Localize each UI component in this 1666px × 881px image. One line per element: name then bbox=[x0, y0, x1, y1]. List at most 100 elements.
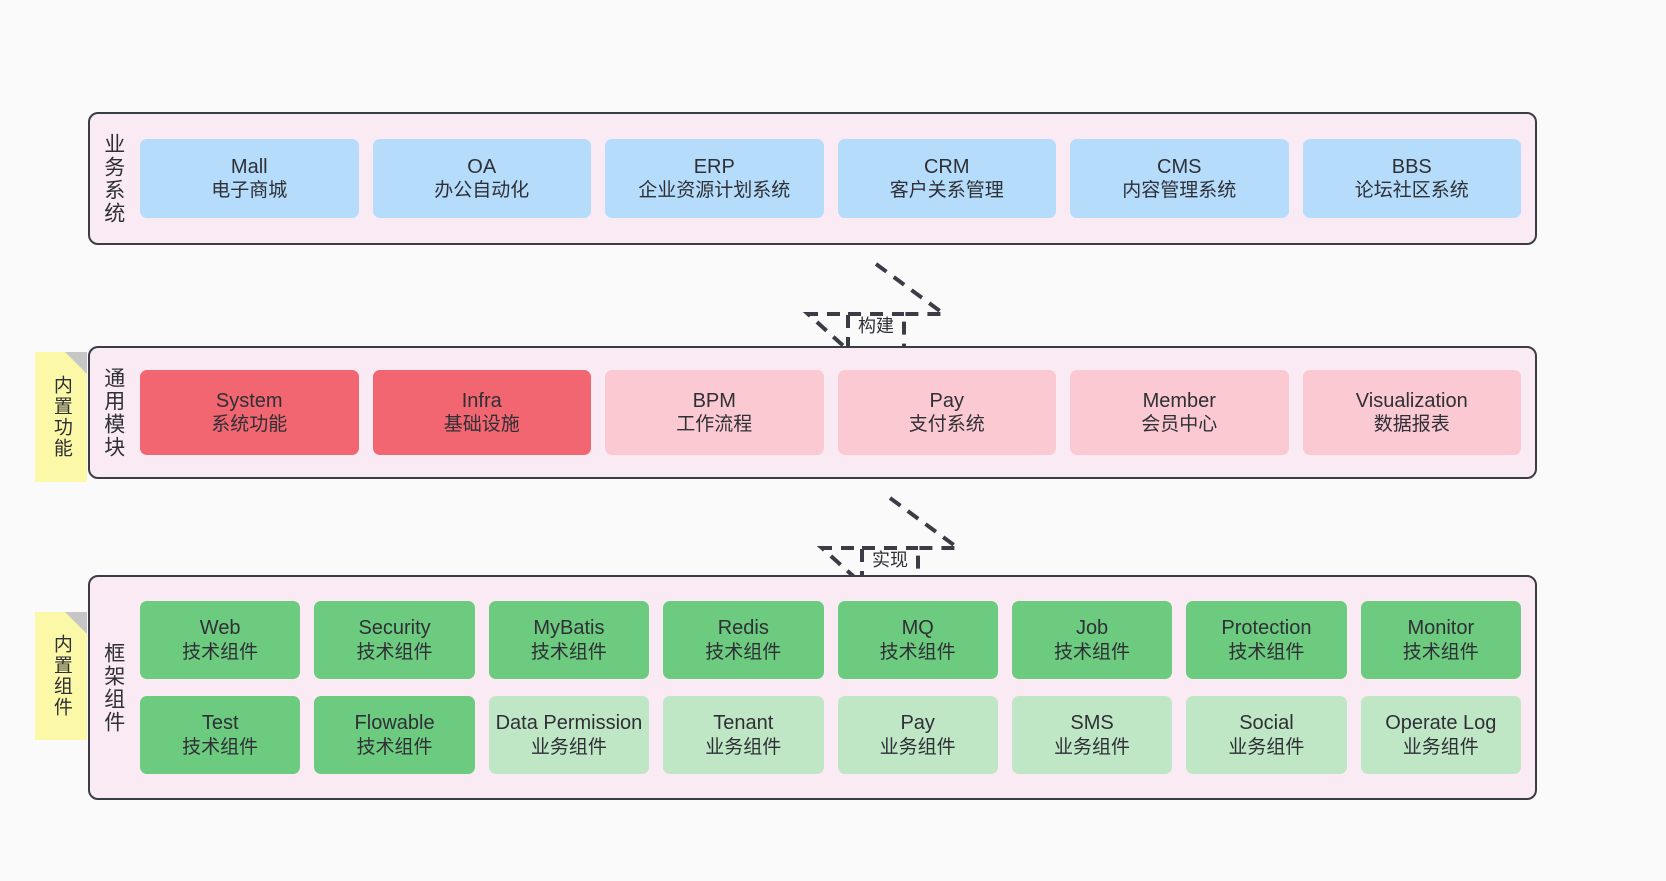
framework-row-technical: Web 技术组件 Security 技术组件 MyBatis 技术组件 Redi… bbox=[140, 601, 1521, 679]
card-title: OA bbox=[467, 155, 497, 178]
card-pay-component[interactable]: Pay 业务组件 bbox=[837, 696, 998, 774]
connector-label-build: 构建 bbox=[858, 316, 894, 336]
layer-label-common-modules: 通用模块 bbox=[101, 366, 125, 459]
card-subtitle: 工作流程 bbox=[676, 414, 753, 436]
card-subtitle: 技术组件 bbox=[705, 641, 782, 663]
card-job[interactable]: Job 技术组件 bbox=[1011, 601, 1173, 679]
layer-label-business-systems: 业务系统 bbox=[101, 132, 125, 225]
connector-build: 构建 bbox=[796, 258, 956, 350]
card-operate-log[interactable]: Operate Log 业务组件 bbox=[1360, 696, 1521, 774]
note-builtin-features: 内置功能 bbox=[35, 352, 87, 482]
connector-implement: 实现 bbox=[810, 492, 970, 584]
card-title: Test bbox=[201, 712, 239, 735]
card-mq[interactable]: MQ 技术组件 bbox=[837, 601, 998, 679]
card-tenant[interactable]: Tenant 业务组件 bbox=[663, 696, 824, 774]
card-subtitle: 技术组件 bbox=[182, 736, 259, 758]
layer-business-items: Mall 电子商城 OA 办公自动化 ERP 企业资源计划系统 CRM 客户关系… bbox=[136, 114, 1535, 243]
layer-framework-items: Web 技术组件 Security 技术组件 MyBatis 技术组件 Redi… bbox=[136, 577, 1535, 798]
card-bbs[interactable]: BBS 论坛社区系统 bbox=[1302, 139, 1521, 218]
card-social[interactable]: Social 业务组件 bbox=[1186, 696, 1347, 774]
card-subtitle: 业务组件 bbox=[1054, 736, 1131, 758]
layer-framework-components: 框架组件 Web 技术组件 Security 技术组件 MyBatis 技术组件… bbox=[88, 575, 1537, 800]
card-subtitle: 内容管理系统 bbox=[1122, 180, 1237, 202]
card-erp[interactable]: ERP 企业资源计划系统 bbox=[605, 139, 824, 218]
layer-common-modules: 通用模块 System 系统功能 Infra 基础设施 BPM 工作流程 Pay… bbox=[88, 346, 1537, 479]
card-subtitle: 技术组件 bbox=[1054, 641, 1131, 663]
card-infra[interactable]: Infra 基础设施 bbox=[372, 370, 591, 455]
card-subtitle: 基础设施 bbox=[443, 414, 520, 436]
card-subtitle: 电子商城 bbox=[211, 180, 288, 202]
card-mall[interactable]: Mall 电子商城 bbox=[140, 139, 359, 218]
card-subtitle: 技术组件 bbox=[1228, 641, 1305, 663]
card-subtitle: 系统功能 bbox=[211, 414, 288, 436]
card-visualization[interactable]: Visualization 数据报表 bbox=[1302, 370, 1521, 455]
card-title: ERP bbox=[693, 155, 735, 178]
card-title: CMS bbox=[1157, 155, 1202, 178]
card-title: Redis bbox=[717, 617, 769, 640]
card-subtitle: 企业资源计划系统 bbox=[638, 180, 791, 202]
card-subtitle: 业务组件 bbox=[879, 736, 956, 758]
card-title: CRM bbox=[923, 155, 970, 178]
card-subtitle: 技术组件 bbox=[356, 736, 433, 758]
card-cms[interactable]: CMS 内容管理系统 bbox=[1070, 139, 1289, 218]
card-subtitle: 技术组件 bbox=[879, 641, 956, 663]
card-subtitle: 办公自动化 bbox=[434, 180, 530, 202]
card-monitor[interactable]: Monitor 技术组件 bbox=[1360, 601, 1521, 679]
layer-modules-items: System 系统功能 Infra 基础设施 BPM 工作流程 Pay 支付系统… bbox=[136, 348, 1535, 477]
card-title: Web bbox=[199, 617, 241, 640]
card-mybatis[interactable]: MyBatis 技术组件 bbox=[488, 601, 650, 679]
card-title: Visualization bbox=[1355, 389, 1468, 412]
card-title: SMS bbox=[1070, 712, 1114, 735]
connector-label-implement: 实现 bbox=[872, 550, 908, 570]
card-subtitle: 支付系统 bbox=[908, 414, 985, 436]
card-title: MQ bbox=[901, 617, 934, 640]
layer-business-systems: 业务系统 Mall 电子商城 OA 办公自动化 ERP 企业资源计划系统 CRM… bbox=[88, 112, 1537, 245]
card-title: Pay bbox=[929, 389, 964, 412]
card-oa[interactable]: OA 办公自动化 bbox=[372, 139, 591, 218]
card-security[interactable]: Security 技术组件 bbox=[314, 601, 475, 679]
card-title: Monitor bbox=[1407, 617, 1475, 640]
card-subtitle: 业务组件 bbox=[1402, 736, 1479, 758]
card-test[interactable]: Test 技术组件 bbox=[140, 696, 301, 774]
card-title: Data Permission bbox=[495, 712, 643, 735]
card-subtitle: 客户关系管理 bbox=[889, 180, 1004, 202]
card-web[interactable]: Web 技术组件 bbox=[140, 601, 301, 679]
card-title: Member bbox=[1142, 389, 1216, 412]
card-title: Security bbox=[358, 617, 431, 640]
card-title: Flowable bbox=[354, 712, 435, 735]
card-redis[interactable]: Redis 技术组件 bbox=[663, 601, 824, 679]
card-subtitle: 技术组件 bbox=[356, 641, 433, 663]
card-system[interactable]: System 系统功能 bbox=[140, 370, 359, 455]
card-pay-module[interactable]: Pay 支付系统 bbox=[837, 370, 1056, 455]
card-subtitle: 论坛社区系统 bbox=[1354, 180, 1469, 202]
dashed-hollow-arrow-icon bbox=[816, 496, 965, 584]
card-title: Social bbox=[1239, 712, 1294, 735]
card-data-permission[interactable]: Data Permission 业务组件 bbox=[488, 696, 650, 774]
card-title: Mall bbox=[230, 155, 268, 178]
note-text: 内置功能 bbox=[50, 375, 72, 459]
card-title: Infra bbox=[461, 389, 502, 412]
card-title: BPM bbox=[692, 389, 736, 412]
card-subtitle: 业务组件 bbox=[530, 736, 607, 758]
card-subtitle: 技术组件 bbox=[182, 641, 259, 663]
card-title: BBS bbox=[1391, 155, 1432, 178]
card-title: Job bbox=[1075, 617, 1109, 640]
card-subtitle: 数据报表 bbox=[1373, 414, 1450, 436]
card-subtitle: 会员中心 bbox=[1141, 414, 1218, 436]
card-sms[interactable]: SMS 业务组件 bbox=[1011, 696, 1173, 774]
card-title: MyBatis bbox=[533, 617, 605, 640]
card-title: Operate Log bbox=[1385, 712, 1497, 735]
note-builtin-components: 内置组件 bbox=[35, 612, 87, 740]
card-crm[interactable]: CRM 客户关系管理 bbox=[837, 139, 1056, 218]
dashed-hollow-arrow-icon bbox=[802, 262, 951, 350]
card-flowable[interactable]: Flowable 技术组件 bbox=[314, 696, 475, 774]
layer-label-framework-components: 框架组件 bbox=[101, 641, 125, 734]
card-bpm[interactable]: BPM 工作流程 bbox=[605, 370, 824, 455]
card-member[interactable]: Member 会员中心 bbox=[1070, 370, 1289, 455]
card-title: Protection bbox=[1221, 617, 1312, 640]
card-subtitle: 业务组件 bbox=[705, 736, 782, 758]
card-protection[interactable]: Protection 技术组件 bbox=[1186, 601, 1347, 679]
card-title: System bbox=[215, 389, 283, 412]
card-title: Tenant bbox=[713, 712, 774, 735]
